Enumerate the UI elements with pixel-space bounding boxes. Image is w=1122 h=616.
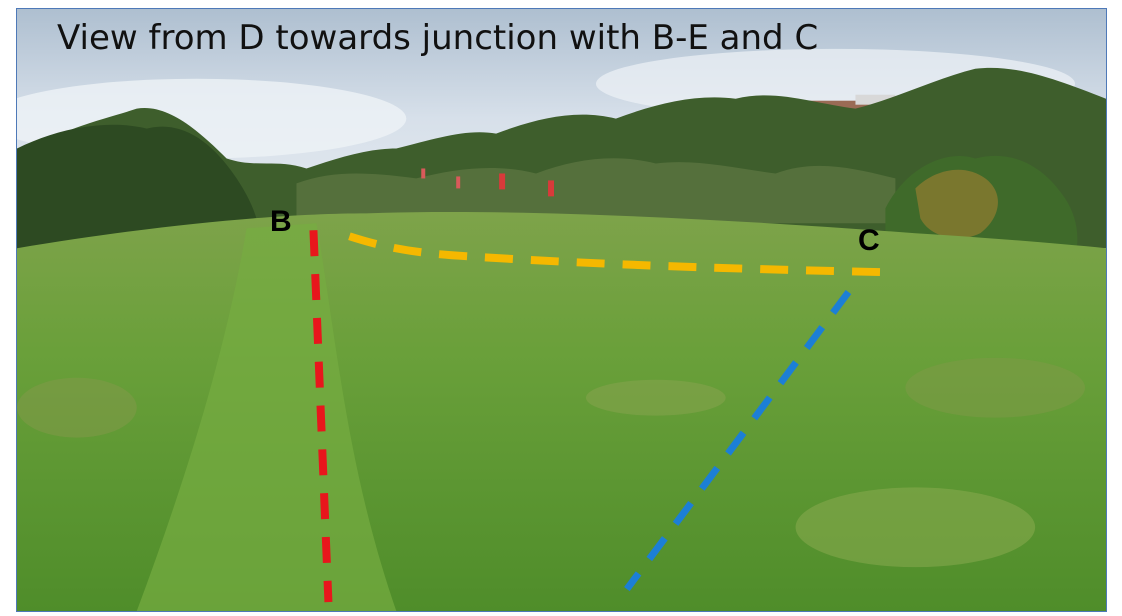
photo-frame [16, 8, 1107, 612]
red-flag [456, 176, 461, 189]
grass-tuft [905, 357, 1086, 418]
photo-caption: View from D towards junction with B-E an… [57, 18, 819, 58]
trees-front [296, 158, 896, 224]
point-label-b: B [270, 205, 292, 238]
grass-tuft [795, 487, 1036, 568]
grass-tuft [585, 379, 726, 416]
meadow-photo [17, 9, 1106, 611]
route-b-to-c [348, 232, 884, 277]
right-tree-autumn [915, 169, 998, 239]
route-d-to-b [309, 230, 333, 603]
red-flag [421, 168, 426, 179]
red-flag [548, 180, 555, 197]
point-label-c: C [858, 224, 880, 257]
distant-building-roof [855, 94, 896, 105]
route-towards-c [624, 289, 852, 592]
grass-tuft [17, 377, 137, 438]
red-flag [499, 173, 506, 190]
mown-path [136, 223, 397, 611]
